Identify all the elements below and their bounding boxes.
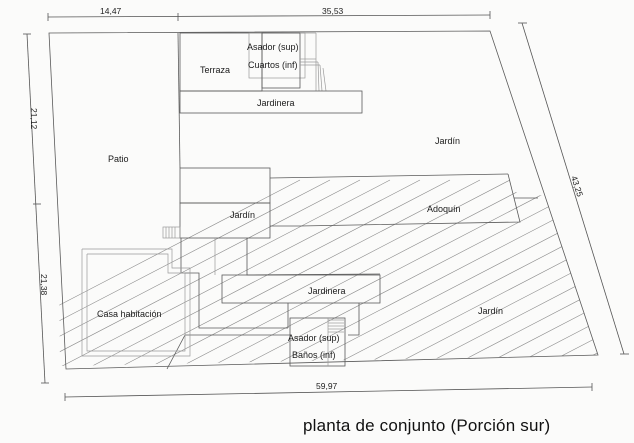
jardinera-bottom-top-edge [246,238,381,276]
dim-top-right: 35,53 [322,6,344,16]
label-jardinera-bottom: Jardinera [308,286,346,296]
label-adoquin: Adoquín [427,204,461,214]
label-jardin-bottom: Jardín [478,306,503,316]
label-casa-habitacion: Casa habitación [97,309,162,319]
label-jardinera-top: Jardinera [257,98,295,108]
central-block-upper [179,167,271,204]
drawing-title: planta de conjunto (Porción sur) [303,416,551,435]
dim-right: 43,25 [569,175,585,199]
cuartos-room [261,32,301,89]
stair-left-icon [162,226,181,239]
jardinera-bottom [221,274,381,304]
dimension-lines [23,11,629,401]
jardin-center-block [179,202,271,239]
hatch-pattern [58,179,598,366]
asador-bottom-room [289,317,346,367]
property-boundary [48,30,599,370]
dim-bottom: 59,97 [316,381,338,391]
asador-top-room [248,32,306,79]
dim-top-left: 14,47 [100,6,122,16]
casa-outline-inner [86,253,186,352]
dim-left-lower: 21,38 [39,274,49,296]
label-jardin-top: Jardín [435,136,460,146]
jardinera-top [179,90,363,114]
adoquin-outline [299,173,521,227]
stair-bottom-icon [327,318,344,366]
house-outline-left [180,238,288,329]
label-cuartos: Cuartos (inf) [248,60,298,70]
label-banos: Baños (inf) [292,350,336,360]
stair-top-icon [300,32,327,92]
label-asador-bottom: Asador (sup) [288,333,340,343]
label-terraza: Terraza [200,65,230,75]
casa-outline-outer [81,248,191,357]
label-jardin-center: Jardín [230,210,255,220]
adoquin-top-edge [269,173,509,179]
label-asador-top: Asador (sup) [247,42,299,52]
patio-divider [177,32,181,169]
dim-left-upper: 21,12 [29,108,39,130]
wall-right [348,303,360,336]
label-patio: Patio [108,154,129,164]
